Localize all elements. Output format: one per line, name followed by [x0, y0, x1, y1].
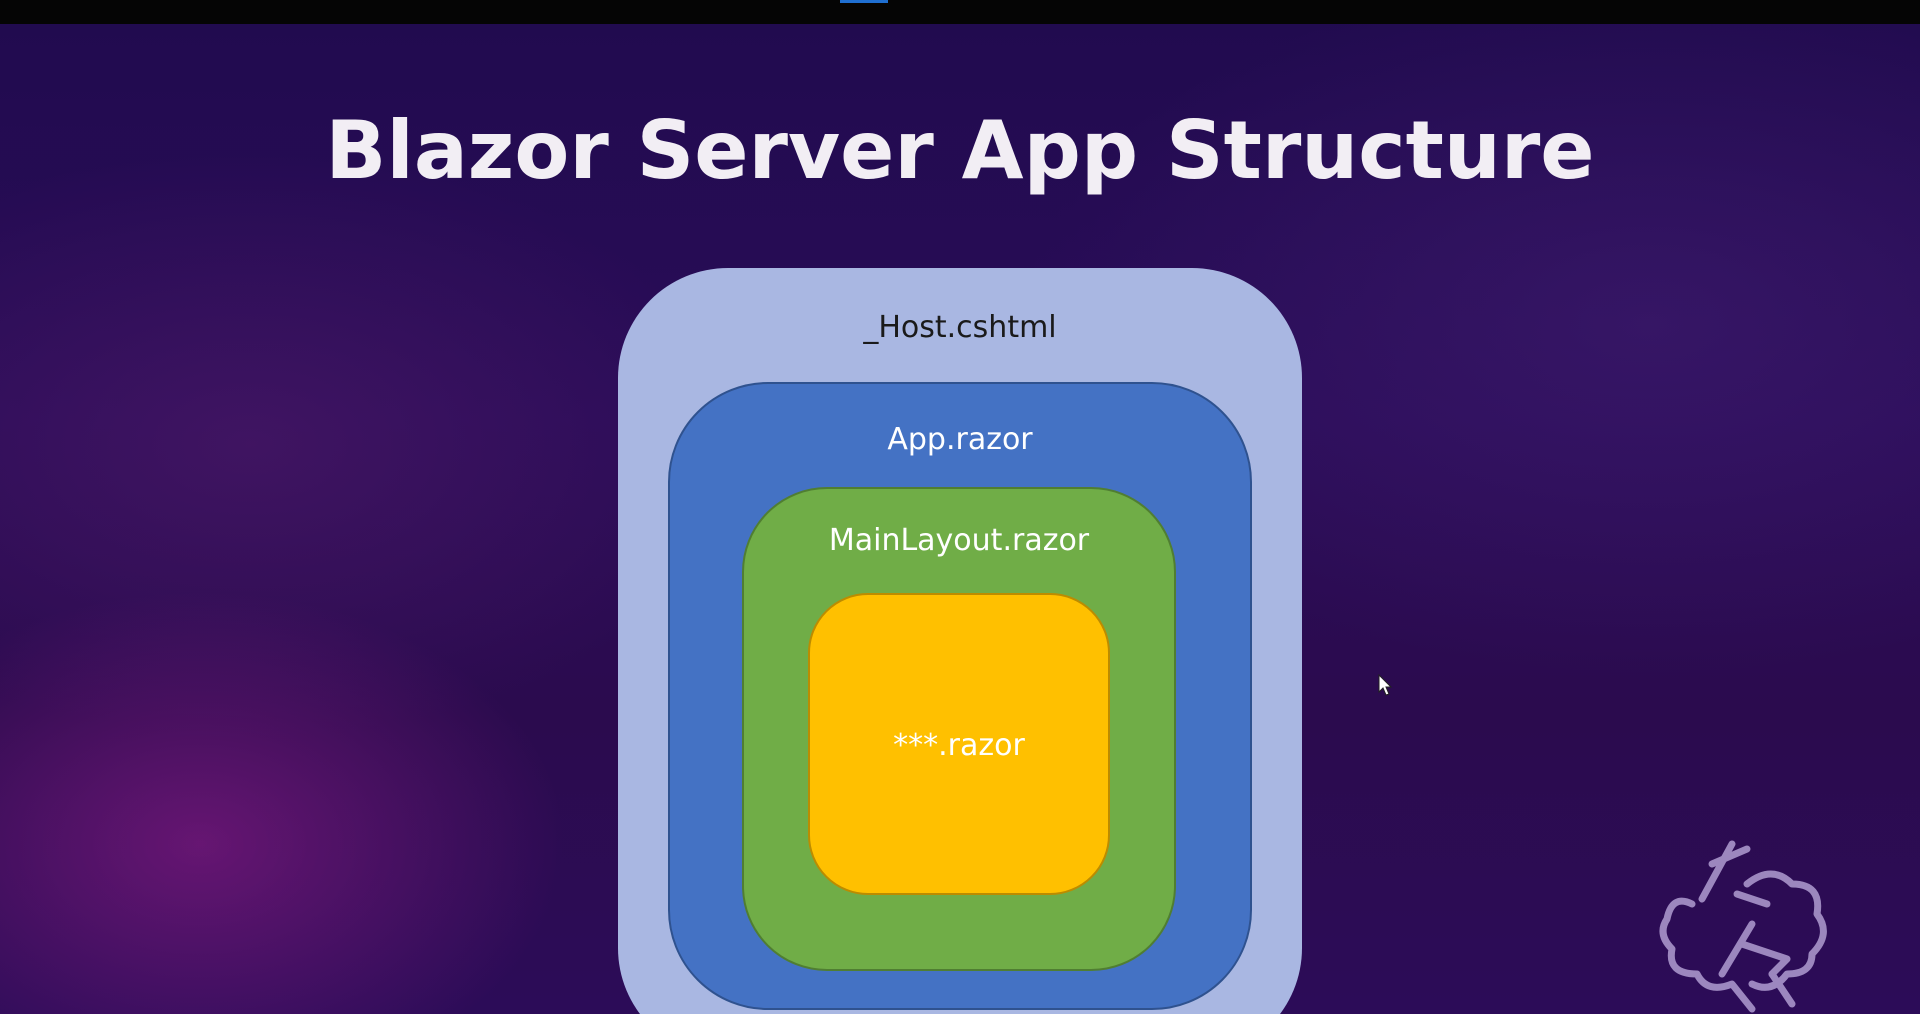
mouse-pointer-icon	[1378, 674, 1393, 696]
host-cshtml-label: _Host.cshtml	[863, 310, 1057, 345]
watermark-logo-icon	[1659, 840, 1827, 1013]
main-layout-razor-label: MainLayout.razor	[828, 523, 1090, 558]
page-razor-label: ***.razor	[893, 728, 1025, 763]
top-bar-indicator	[840, 0, 888, 3]
window-top-bar	[0, 0, 1920, 24]
page-razor-layer: ***.razor	[808, 593, 1110, 895]
presentation-slide: Blazor Server App Structure _Host.cshtml…	[0, 24, 1920, 1014]
slide-title: Blazor Server App Structure	[325, 104, 1595, 197]
app-razor-label: App.razor	[887, 422, 1033, 457]
